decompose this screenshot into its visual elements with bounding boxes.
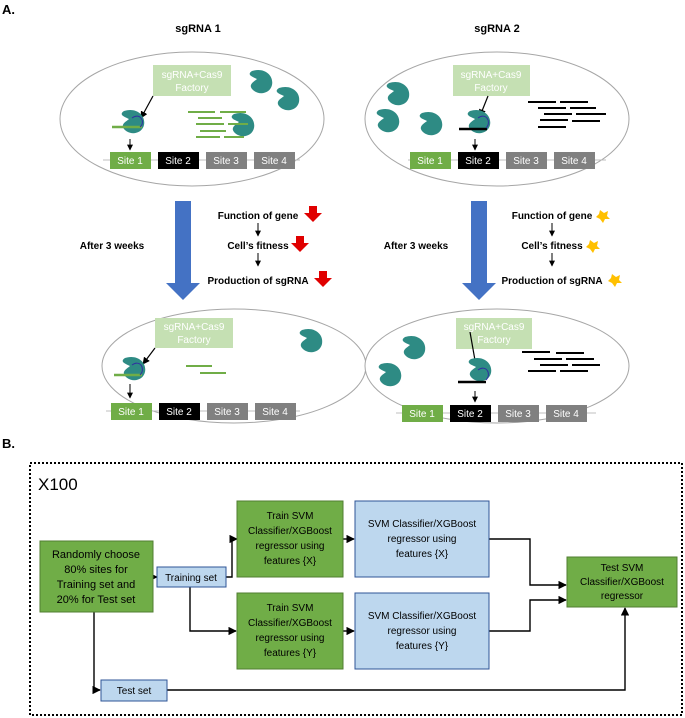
site-2-label: Site 2 [166,407,192,418]
train-x-line1: Train SVM [267,511,314,522]
test-model-line2: Classifier/XGBoost [580,577,664,588]
site-3-label: Site 3 [214,407,240,418]
sgrna1-pool-after [186,365,226,374]
model-x-line3: features {X} [396,549,449,560]
sgrna1-factory-box-after [155,318,233,348]
sgrna1-factory-box [153,65,231,96]
train-y-line2: Classifier/XGBoost [248,618,332,629]
yellow-star-icon [586,240,600,253]
random-choose-line4: 20% for Test set [57,594,136,606]
train-x-line4: features {X} [264,556,317,567]
test-model-box: Test SVM Classifier/XGBoost regressor [566,556,678,608]
site-4-label: Site 4 [561,156,587,167]
sgrna2-factory-after-line2: Factory [477,335,510,346]
red-down-arrow-icon [291,236,309,252]
train-y-box: Train SVM Classifier/XGBoost regressor u… [236,592,344,670]
sgrna2-factory-after-line1: sgRNA+Cas9 [464,322,525,333]
train-y-line4: features {Y} [264,648,317,659]
yellow-star-icon [608,274,622,287]
site-1-label: Site 1 [117,156,143,167]
sgrna2-func-gene: Function of gene [512,211,593,222]
sgrna1-fitness: Cell’s fitness [227,241,289,252]
site-3-label: Site 3 [513,156,539,167]
sgrna1-production: Production of sgRNA [207,276,308,287]
red-down-arrow-icon [314,271,332,287]
sgrna2-title: sgRNA 2 [474,23,519,35]
site-1-label: Site 1 [409,409,435,420]
panel-b-label: B. [2,436,15,451]
sgrna2-production: Production of sgRNA [501,276,602,287]
sgrna2-cell-after: sgRNA+Cas9 Factory Site 1 [364,308,630,424]
sgrna1-factory-line2: Factory [175,83,208,94]
repeat-label: X100 [38,475,78,494]
repeat-frame [29,462,683,716]
train-y-line3: regressor using [256,633,325,644]
sgrna2-column: sgRNA 2 sgRNA+Cas9 Factory [364,23,630,424]
flow-connectors [92,534,630,695]
training-set-box: Training set [156,566,227,588]
test-set-label: Test set [117,686,152,697]
sgrna1-pool [188,111,248,138]
site-4-label: Site 4 [262,407,288,418]
train-x-line3: regressor using [256,541,325,552]
site-2-label: Site 2 [457,409,483,420]
sgrna1-factory-after-line2: Factory [177,335,210,346]
model-y-line3: features {Y} [396,641,449,652]
site-1-label: Site 1 [118,407,144,418]
training-set-label: Training set [165,573,217,584]
sgrna1-cell-after: sgRNA+Cas9 Factory Site 1 Site 2 Site 3 … [101,308,367,424]
panel-a-label: A. [2,2,15,17]
random-choose-line3: Training set and [57,579,135,591]
sgrna1-after-label: After 3 weeks [80,241,145,252]
sgrna2-pool-after [522,351,600,372]
model-y-line2: regressor using [388,626,457,637]
sgrna2-cell-before: sgRNA+Cas9 Factory Site [364,51,630,187]
site-4-label: Site 4 [553,409,579,420]
random-choose-line2: 80% sites for [64,564,128,576]
train-x-box: Train SVM Classifier/XGBoost regressor u… [236,500,344,578]
model-x-line1: SVM Classifier/XGBoost [368,519,477,530]
sgrna2-pool [528,101,606,128]
site-3-label: Site 3 [505,409,531,420]
sgrna1-column: sgRNA 1 sgRNA+Cas9 Factory [59,23,367,424]
random-choose-box: Randomly choose 80% sites for Training s… [39,540,154,613]
random-choose-line1: Randomly choose [52,549,140,561]
sgrna2-factory-box-after [456,318,532,349]
sgrna2-factory-line1: sgRNA+Cas9 [461,70,522,81]
sgrna1-func-gene: Function of gene [218,211,299,222]
site-4-label: Site 4 [261,156,287,167]
site-3-label: Site 3 [213,156,239,167]
test-set-box: Test set [100,679,168,702]
sgrna1-title: sgRNA 1 [175,23,220,35]
train-x-line2: Classifier/XGBoost [248,526,332,537]
sgrna2-factory-box [453,65,530,96]
model-y-box: SVM Classifier/XGBoost regressor using f… [354,592,490,670]
model-x-box: SVM Classifier/XGBoost regressor using f… [354,500,490,578]
test-model-line3: regressor [601,591,644,602]
site-2-label: Site 2 [165,156,191,167]
model-x-line2: regressor using [388,534,457,545]
site-1-label: Site 1 [417,156,443,167]
sgrna2-fitness: Cell’s fitness [521,241,583,252]
sgrna1-cell-before: sgRNA+Cas9 Factory [59,51,325,187]
test-model-line1: Test SVM [601,563,644,574]
red-down-arrow-icon [304,206,322,222]
site-2-label: Site 2 [465,156,491,167]
sgrna1-factory-after-line1: sgRNA+Cas9 [164,322,225,333]
sgrna2-time-arrow [462,201,496,300]
yellow-star-icon [596,210,610,223]
sgrna2-after-label: After 3 weeks [384,241,449,252]
model-y-line1: SVM Classifier/XGBoost [368,611,477,622]
train-y-line1: Train SVM [267,603,314,614]
sgrna2-factory-line2: Factory [474,83,507,94]
sgrna1-time-arrow [166,201,200,300]
sgrna1-factory-line1: sgRNA+Cas9 [162,70,223,81]
